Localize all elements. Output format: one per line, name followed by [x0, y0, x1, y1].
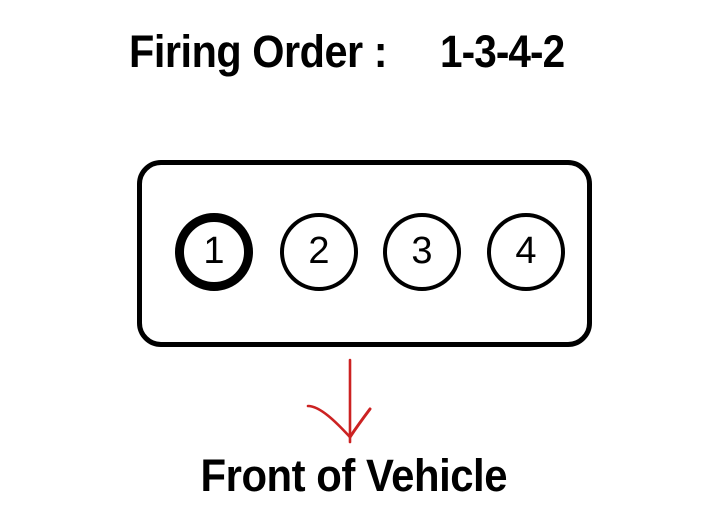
- page-title: Firing Order : 1-3-4-2: [0, 22, 707, 82]
- engine-block: 1 2 3 4: [137, 160, 592, 347]
- cylinder-3[interactable]: 3: [383, 213, 461, 291]
- cylinder-1[interactable]: 1: [175, 213, 253, 291]
- cylinder-3-label: 3: [411, 230, 433, 272]
- firing-order-sequence: 1-3-4-2: [439, 26, 565, 77]
- front-of-vehicle-text: Front of Vehicle: [200, 450, 507, 501]
- cylinder-1-label: 1: [203, 230, 225, 272]
- firing-order-title-label: Firing Order :: [129, 26, 388, 77]
- cylinder-4[interactable]: 4: [487, 213, 565, 291]
- cylinder-2-label: 2: [308, 230, 330, 272]
- cylinder-2[interactable]: 2: [280, 213, 358, 291]
- cylinder-4-label: 4: [515, 230, 537, 272]
- front-of-vehicle-label: Front of Vehicle: [0, 450, 707, 502]
- down-arrow-icon: [290, 356, 420, 448]
- cylinder-row: 1 2 3 4: [142, 165, 587, 342]
- down-arrow-svg: [306, 358, 372, 444]
